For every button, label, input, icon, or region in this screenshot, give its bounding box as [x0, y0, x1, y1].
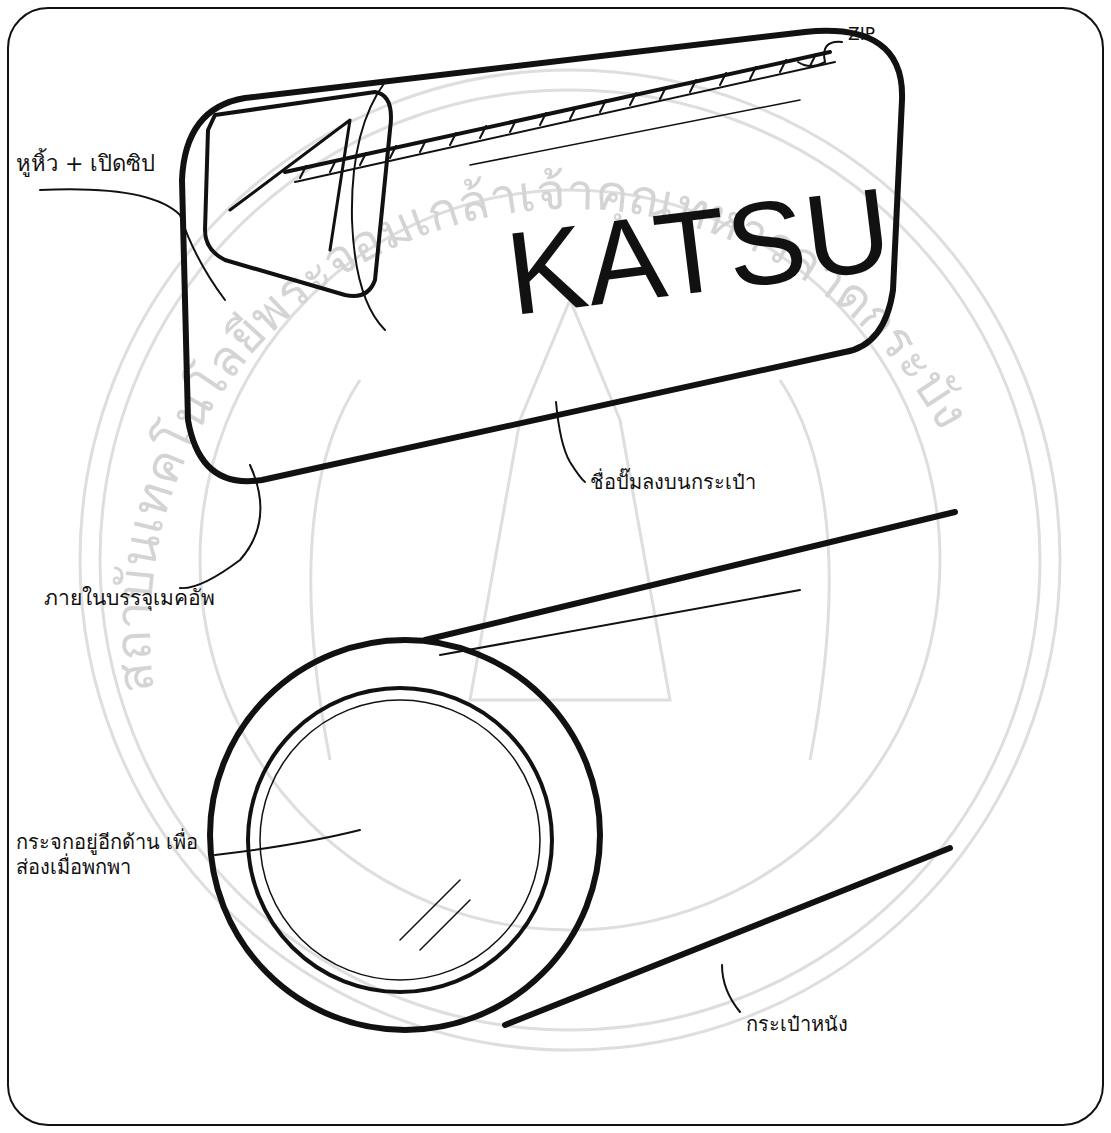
frame [8, 8, 1103, 1125]
leader-lines [40, 42, 842, 1012]
callout-label: กระเป๋าหนัง [746, 1012, 848, 1037]
watermark-seal [80, 70, 1060, 1050]
callout-label: ชื่อปั๊มลงบนกระเป๋า [590, 470, 756, 495]
pencil-case-top [182, 31, 902, 481]
pencil-case-bottom [210, 512, 955, 1030]
callout-label: ภายในบรรจุเมคอัพ [44, 585, 215, 611]
callout-label: ZIP [848, 24, 875, 45]
callout-label: หูหิ้ว + เปิดซิป [16, 150, 155, 178]
watermark-text-path: สถาบันเทคโนโลยีพระจอมเกล้าเจ้าคุณทหารลาด… [104, 163, 981, 696]
watermark-text: สถาบันเทคโนโลยีพระจอมเกล้าเจ้าคุณทหารลาด… [104, 163, 981, 696]
callout-label: กระจกอยู่อีกด้าน เพื่อส่องเมื่อพกพา [16, 830, 201, 880]
